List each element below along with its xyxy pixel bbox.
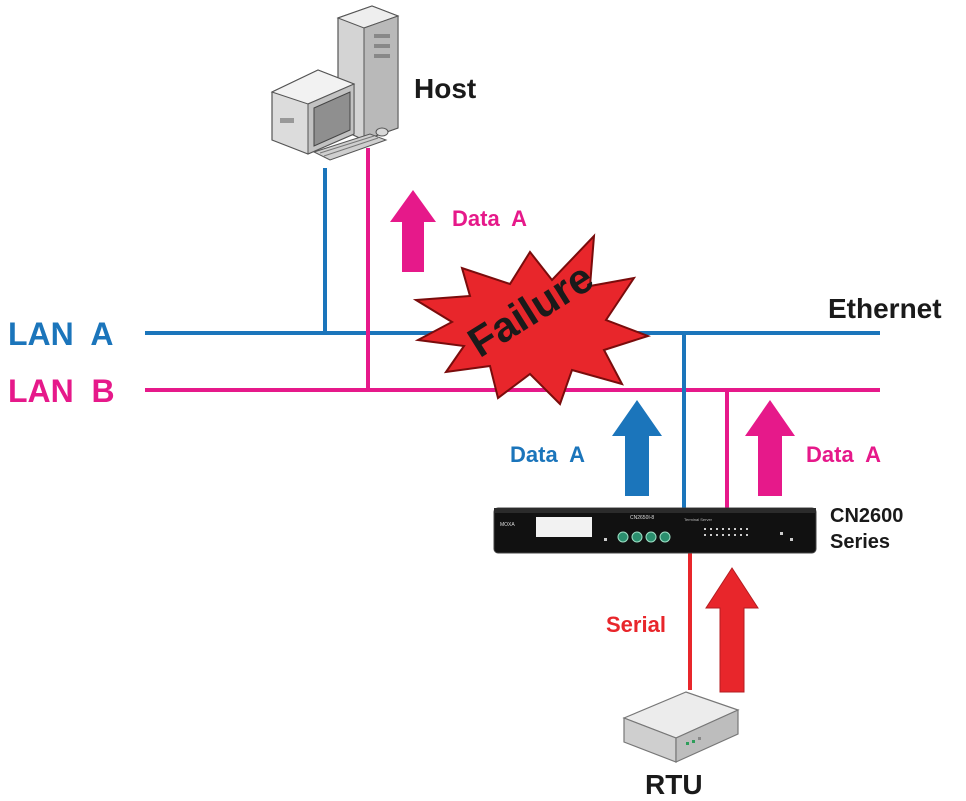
device-name-line1: CN2600 (830, 505, 903, 527)
data-up-arrow-right (745, 400, 795, 496)
terminal-server-device-icon: MOXA CN2650I-8 Terminal Server (493, 507, 817, 554)
device-name-line2: Series (830, 531, 890, 553)
data-up-arrow-left (612, 400, 662, 496)
host-label: Host (414, 73, 476, 104)
device-subtitle: Terminal Server (684, 517, 713, 522)
data-a-top-label: Data A (452, 206, 527, 231)
rtu-label: RTU (645, 769, 703, 800)
ethernet-label: Ethernet (828, 293, 942, 324)
data-a-right-label: Data A (806, 442, 881, 467)
device-brand: MOXA (500, 522, 515, 528)
lan-b-label: LAN B (8, 373, 115, 409)
serial-label: Serial (606, 612, 666, 637)
lan-a-label: LAN A (8, 316, 113, 352)
data-a-left-label: Data A (510, 442, 585, 467)
device-model: CN2650I-8 (630, 515, 654, 521)
serial-up-arrow (705, 567, 759, 693)
failure-burst-icon (412, 233, 652, 406)
data-up-arrow-top (390, 190, 436, 272)
rtu-device-icon (622, 691, 740, 763)
host-computer-icon (270, 5, 400, 161)
